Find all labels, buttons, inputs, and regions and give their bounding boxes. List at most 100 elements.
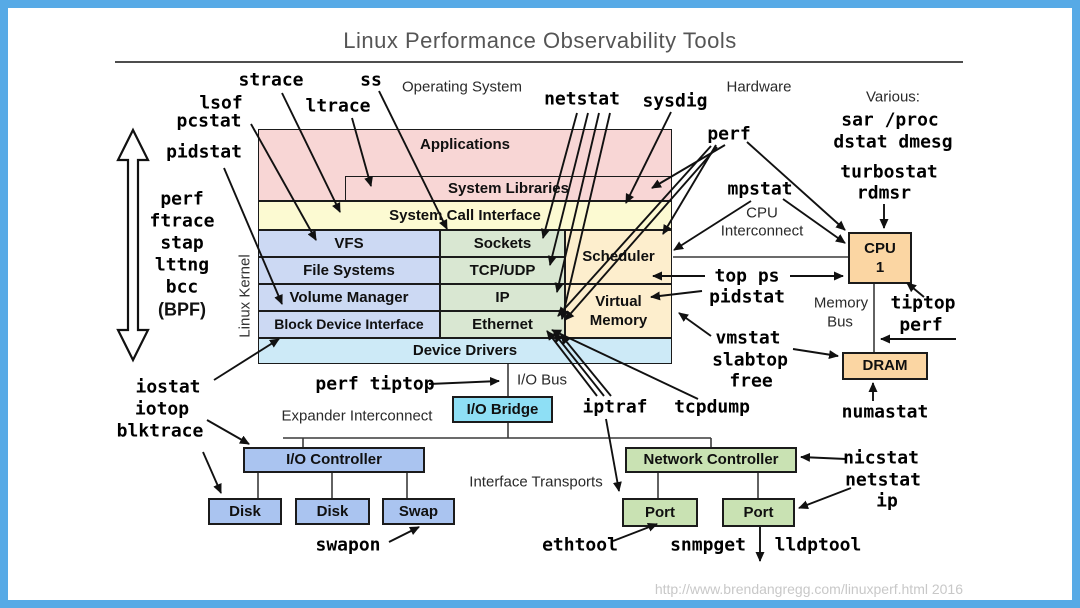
tool-netstat-right: netstat bbox=[845, 469, 921, 491]
arrow-swapon bbox=[388, 526, 420, 543]
block-device-interface-box: Block Device Interface bbox=[258, 311, 440, 338]
device-drivers-box: Device Drivers bbox=[258, 338, 672, 364]
memory-bus-label-2: Bus bbox=[827, 313, 853, 331]
cpu-interconnect-label-2: Interconnect bbox=[720, 222, 804, 240]
volume-manager-box: Volume Manager bbox=[258, 284, 440, 311]
arrow-ltrace bbox=[351, 117, 373, 187]
arrow-iotop-controller bbox=[206, 419, 250, 445]
arrow-tiptop-cpu bbox=[906, 282, 925, 298]
arrow-iostat bbox=[213, 338, 280, 381]
arrow-netstat-4 bbox=[559, 112, 611, 320]
arrow-iptraf-3 bbox=[560, 334, 612, 397]
ethernet-box: Ethernet bbox=[440, 311, 565, 338]
arrow-perf-scheduler bbox=[662, 144, 717, 235]
arrow-pidstat-left bbox=[223, 167, 283, 305]
tool-iostat: iostat bbox=[135, 376, 201, 398]
expander-interconnect-label: Expander Interconnect bbox=[281, 407, 433, 425]
tool-numastat: numastat bbox=[841, 401, 929, 423]
arrow-perf-net-2 bbox=[564, 146, 718, 321]
tool-nicstat: nicstat bbox=[843, 447, 919, 469]
cpu-interconnect-label-1: CPU bbox=[746, 204, 778, 222]
tool-perf-tiptop: perf tiptop bbox=[315, 373, 435, 395]
tool-tcpdump: tcpdump bbox=[674, 396, 750, 418]
tool-netstat-top: netstat bbox=[544, 88, 620, 110]
arrow-vmstat-vm bbox=[678, 312, 712, 337]
arrow-nicstat-port bbox=[798, 487, 852, 509]
arrow-netstat-1 bbox=[541, 112, 578, 239]
tool-lsof: lsof bbox=[199, 92, 243, 114]
virtual-memory-box: Virtual Memory bbox=[565, 284, 672, 338]
interface-transports-label: Interface Transports bbox=[469, 473, 603, 491]
io-controller-box: I/O Controller bbox=[243, 447, 425, 473]
tool-mpstat: mpstat bbox=[727, 178, 793, 200]
tool-perf-top: perf bbox=[707, 123, 751, 145]
disk2-box: Disk bbox=[295, 498, 370, 525]
tool-slabtop: slabtop bbox=[712, 349, 788, 371]
port1-box: Port bbox=[622, 498, 698, 527]
source-url: http://www.brendangregg.com/linuxperf.ht… bbox=[654, 581, 963, 597]
arrow-perf-net-1 bbox=[557, 145, 712, 317]
cpu1-box: CPU 1 bbox=[848, 232, 912, 284]
arrow-nicstat-nc bbox=[800, 452, 847, 462]
dram-box: DRAM bbox=[842, 352, 928, 380]
tool-pcstat: pcstat bbox=[176, 110, 242, 132]
tool-swapon: swapon bbox=[315, 534, 381, 556]
disk1-box: Disk bbox=[208, 498, 282, 525]
tool-strace: strace bbox=[238, 69, 304, 91]
tool-lttng: lttng bbox=[154, 254, 210, 276]
arrow-mpstat-cpu bbox=[782, 198, 846, 244]
arrow-netstat-3 bbox=[554, 112, 600, 293]
arrow-lsof-pcstat bbox=[250, 123, 317, 241]
io-bus-label: I/O Bus bbox=[516, 371, 568, 389]
tool-ip: ip bbox=[876, 490, 898, 512]
tool-snmpget: snmpget bbox=[670, 534, 746, 556]
tool-vmstat: vmstat bbox=[715, 327, 781, 349]
file-systems-box: File Systems bbox=[258, 257, 440, 284]
hardware-label: Hardware bbox=[726, 78, 792, 96]
arrow-blktrace-disk bbox=[202, 451, 222, 494]
tcp-udp-box: TCP/UDP bbox=[440, 257, 565, 284]
tool-top-ps: top ps bbox=[714, 265, 780, 287]
tool-ltrace: ltrace bbox=[305, 95, 371, 117]
tool-iotop: iotop bbox=[134, 398, 190, 420]
tool-ethtool: ethtool bbox=[542, 534, 618, 556]
network-controller-box: Network Controller bbox=[625, 447, 797, 473]
vfs-box: VFS bbox=[258, 230, 440, 257]
arrow-ss bbox=[378, 90, 448, 230]
tool-iptraf: iptraf bbox=[582, 396, 648, 418]
arrow-tcpdump bbox=[551, 329, 699, 400]
tool-pidstat-left: pidstat bbox=[166, 141, 242, 163]
tool-perf-right: perf bbox=[899, 314, 943, 336]
arrow-perf-cpu bbox=[746, 141, 846, 231]
tool-tiptop-right: tiptop bbox=[890, 292, 956, 314]
arrow-pidstat-vm bbox=[650, 290, 703, 301]
tool-bcc: bcc bbox=[165, 276, 199, 298]
system-libraries-box: System Libraries bbox=[345, 176, 672, 201]
arrow-perf-tiptop-iobus bbox=[428, 376, 500, 386]
tool-perf-left: perf bbox=[160, 188, 204, 210]
port2-box: Port bbox=[722, 498, 795, 527]
tool-rdmsr: rdmsr bbox=[856, 182, 912, 204]
arrow-mpstat-scheduler bbox=[673, 200, 752, 251]
page-title: Linux Performance Observability Tools bbox=[343, 28, 737, 53]
arrow-strace bbox=[281, 92, 341, 213]
arrow-iptraf-port bbox=[605, 418, 622, 492]
tool-bpf: (BPF) bbox=[158, 299, 206, 320]
arrow-vmstat-dram bbox=[792, 348, 839, 360]
tool-stap: stap bbox=[160, 232, 204, 254]
tool-turbostat: turbostat bbox=[840, 161, 938, 183]
tool-ftrace: ftrace bbox=[149, 210, 215, 232]
tool-pidstat-right: pidstat bbox=[709, 286, 785, 308]
tool-free: free bbox=[729, 370, 773, 392]
memory-bus-label-1: Memory bbox=[813, 294, 869, 312]
arrow-netstat-2 bbox=[547, 112, 589, 266]
swap-box: Swap bbox=[382, 498, 455, 525]
arrow-ethtool bbox=[612, 523, 658, 542]
tool-sysdig: sysdig bbox=[642, 90, 708, 112]
tool-dstat-dmesg: dstat dmesg bbox=[833, 131, 953, 153]
sockets-box: Sockets bbox=[440, 230, 565, 257]
